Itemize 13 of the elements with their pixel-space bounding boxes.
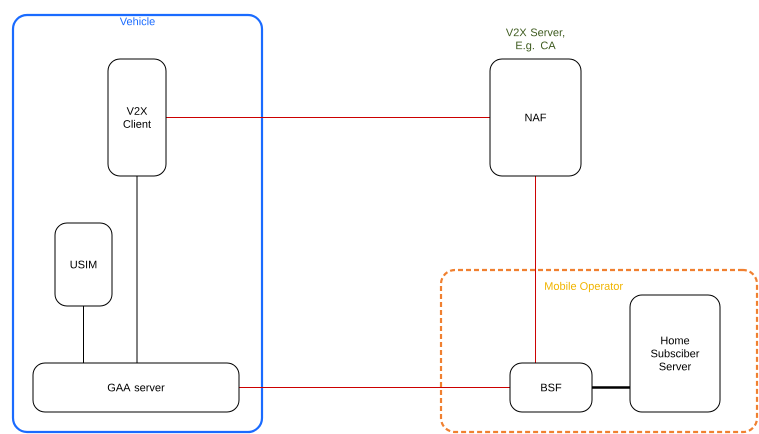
server-caption: V2X Server, E.g. CA [506, 28, 564, 52]
connector-line [136, 176, 138, 363]
connector-line [592, 386, 630, 389]
connector-line [239, 387, 510, 388]
rounded-box: GAA server [32, 362, 240, 412]
rounded-box: BSF [510, 362, 592, 412]
connector-line [166, 117, 490, 118]
rounded-box: V2X Client [108, 58, 166, 176]
connector-line [83, 306, 84, 363]
rounded-box: Home Subsciber Server [630, 294, 720, 412]
rounded-box: NAF [490, 58, 582, 176]
rounded-box: USIM [54, 222, 112, 306]
connector-line [535, 176, 536, 363]
